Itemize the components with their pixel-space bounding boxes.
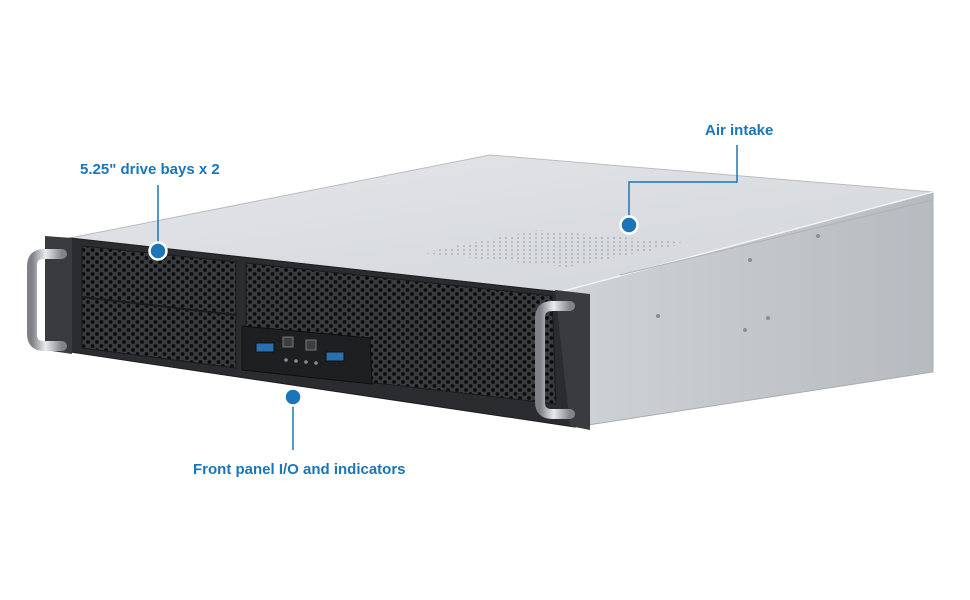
led-indicator-icon <box>304 360 308 364</box>
callout-dot-front-panel <box>283 387 303 407</box>
led-indicator-icon <box>284 358 288 362</box>
usb-port-icon <box>325 351 345 362</box>
rack-ear-left <box>45 236 72 354</box>
front-io-panel <box>241 325 373 385</box>
power-button-icon <box>282 336 294 348</box>
callout-line-air-intake <box>628 145 738 219</box>
air-intake-vent <box>420 230 688 267</box>
callout-label-drive-bays: 5.25" drive bays x 2 <box>80 161 220 178</box>
led-indicator-icon <box>294 359 298 363</box>
callout-dot-drive-bays <box>148 241 168 261</box>
rack-ear-right <box>555 290 590 430</box>
callout-label-front-panel: Front panel I/O and indicators <box>193 461 406 478</box>
callout-dot-air-intake <box>619 215 639 235</box>
rack-handle-icon <box>535 301 575 419</box>
rack-handle-icon <box>27 249 67 351</box>
callout-label-air-intake: Air intake <box>705 122 774 139</box>
led-indicator-icon <box>314 361 318 365</box>
reset-button-icon <box>305 339 317 351</box>
usb-port-icon <box>255 342 275 353</box>
